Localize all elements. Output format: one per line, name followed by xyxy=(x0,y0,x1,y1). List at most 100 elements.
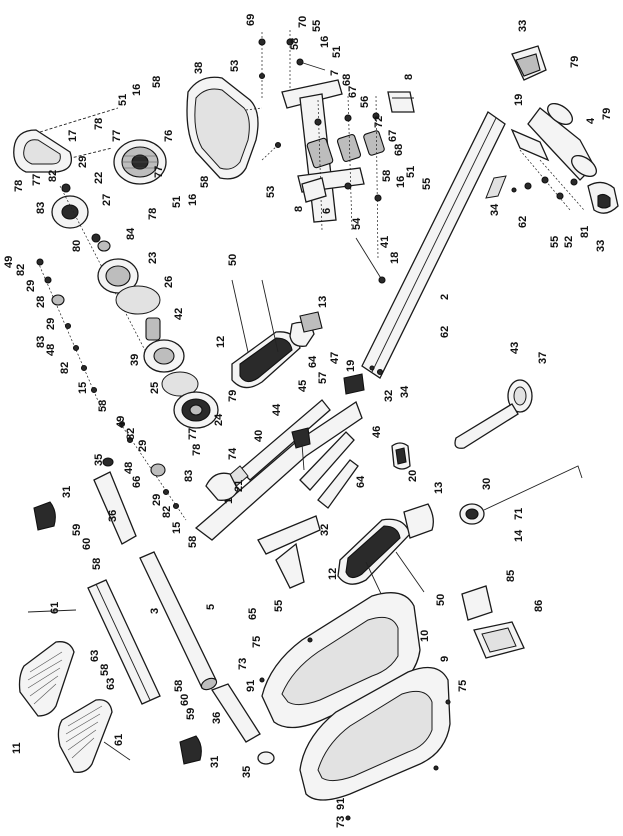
callout-16: 16 xyxy=(319,36,331,48)
callout-62-b: 62 xyxy=(439,326,451,338)
callout-3: 3 xyxy=(149,608,161,614)
sprocket-24 xyxy=(173,391,219,429)
pedal-13-lower xyxy=(403,503,434,539)
callout-66: 66 xyxy=(131,476,143,488)
callout-84: 84 xyxy=(125,227,137,240)
end-cap-33-top xyxy=(511,45,547,81)
end-cap-33-bottom xyxy=(587,181,619,214)
callout-78-c: 78 xyxy=(147,208,159,220)
disc-25 xyxy=(161,371,199,397)
callout-33-b: 33 xyxy=(595,240,607,252)
callout-67-b: 67 xyxy=(387,130,399,142)
callout-67: 67 xyxy=(347,86,359,98)
callout-39: 39 xyxy=(129,354,141,366)
callout-86: 86 xyxy=(533,600,545,612)
callout-labels: 69 70 58 55 16 51 7 68 67 56 72 67 68 51… xyxy=(3,14,613,828)
callout-27: 27 xyxy=(101,194,113,206)
callout-53-b: 53 xyxy=(265,186,277,198)
upper-bracket-assembly xyxy=(281,79,385,261)
seat-38 xyxy=(186,76,282,180)
callout-30: 30 xyxy=(481,478,493,490)
callout-91: 91 xyxy=(245,680,257,692)
callout-78-b: 78 xyxy=(13,180,25,192)
callout-51-c: 51 xyxy=(117,94,129,106)
callout-29-b: 29 xyxy=(25,280,37,292)
callout-58-b: 58 xyxy=(381,170,393,182)
flywheel-27 xyxy=(51,195,89,229)
callout-8: 8 xyxy=(403,74,415,80)
callout-55-b: 55 xyxy=(421,178,433,190)
callout-16-d: 16 xyxy=(187,194,199,206)
callout-16-c: 16 xyxy=(131,84,143,96)
callout-2: 2 xyxy=(439,294,451,300)
callout-36-b: 36 xyxy=(211,712,223,724)
callout-60-b: 60 xyxy=(179,694,191,706)
crank-tube-36-lower xyxy=(211,683,261,743)
shroud-screws xyxy=(259,637,451,821)
callout-29-d: 29 xyxy=(137,440,149,452)
callout-13-b: 13 xyxy=(433,482,445,494)
callout-55-c: 55 xyxy=(549,236,561,248)
callout-34: 34 xyxy=(489,203,501,216)
callout-77-b: 77 xyxy=(31,174,43,186)
callout-75-b: 75 xyxy=(457,680,469,692)
callout-79: 79 xyxy=(569,56,581,68)
callout-79-c: 79 xyxy=(227,390,239,402)
callout-49-b: 49 xyxy=(115,416,127,428)
callout-9: 9 xyxy=(439,656,451,662)
end-cap-35-upper xyxy=(102,457,114,467)
callout-75: 75 xyxy=(251,636,263,648)
callout-57: 57 xyxy=(317,372,329,384)
belt-17 xyxy=(13,107,119,173)
callout-17: 17 xyxy=(67,130,79,142)
callout-76: 76 xyxy=(163,130,175,142)
callout-53: 53 xyxy=(229,60,241,72)
callout-85: 85 xyxy=(505,570,517,582)
callout-29-e: 29 xyxy=(151,494,163,506)
callout-37: 37 xyxy=(537,352,549,364)
callout-18: 18 xyxy=(389,252,401,264)
handle-37 xyxy=(454,379,533,449)
callout-64-b: 64 xyxy=(355,475,367,488)
callout-51: 51 xyxy=(331,46,343,58)
callout-61: 61 xyxy=(49,602,61,614)
part-86-plate xyxy=(473,621,525,659)
callout-77-c: 77 xyxy=(153,166,165,178)
callout-10: 10 xyxy=(419,630,431,642)
callout-34-b: 34 xyxy=(399,385,411,398)
callout-58-c: 58 xyxy=(151,76,163,88)
callout-52: 52 xyxy=(563,236,575,248)
pedal-12-upper xyxy=(231,321,315,389)
crank-tube-5 xyxy=(139,551,218,691)
callout-29: 29 xyxy=(77,156,89,168)
frame-32 xyxy=(299,431,359,509)
pulley-76 xyxy=(113,139,167,185)
callout-50-b: 50 xyxy=(435,594,447,606)
callout-61-b: 61 xyxy=(113,734,125,746)
callout-77: 77 xyxy=(111,130,123,142)
callout-51-d: 51 xyxy=(171,196,183,208)
callout-58-f: 58 xyxy=(187,536,199,548)
shroud-10 xyxy=(261,592,421,729)
callout-32: 32 xyxy=(383,390,395,402)
bracket-8-top xyxy=(387,91,415,113)
callout-44: 44 xyxy=(271,403,283,416)
callout-65: 65 xyxy=(247,608,259,620)
callout-15-b: 15 xyxy=(171,522,183,534)
callout-82-b: 82 xyxy=(15,264,27,276)
end-cap-31-upper xyxy=(33,501,56,531)
stabilizer-hardware xyxy=(485,149,585,211)
bolt-61-lower xyxy=(103,741,131,761)
callout-83: 83 xyxy=(35,202,47,214)
shroud-9 xyxy=(299,666,451,801)
callout-83-b: 83 xyxy=(35,336,47,348)
callout-24: 24 xyxy=(213,413,225,426)
callout-91-b: 91 xyxy=(335,798,347,810)
part-21-bracket xyxy=(205,472,239,501)
pedal-12-lower xyxy=(337,518,411,585)
part-44-knob xyxy=(291,427,311,471)
callout-51-b: 51 xyxy=(405,166,417,178)
main-frame-tube-2 xyxy=(361,111,506,379)
callout-42: 42 xyxy=(173,308,185,320)
